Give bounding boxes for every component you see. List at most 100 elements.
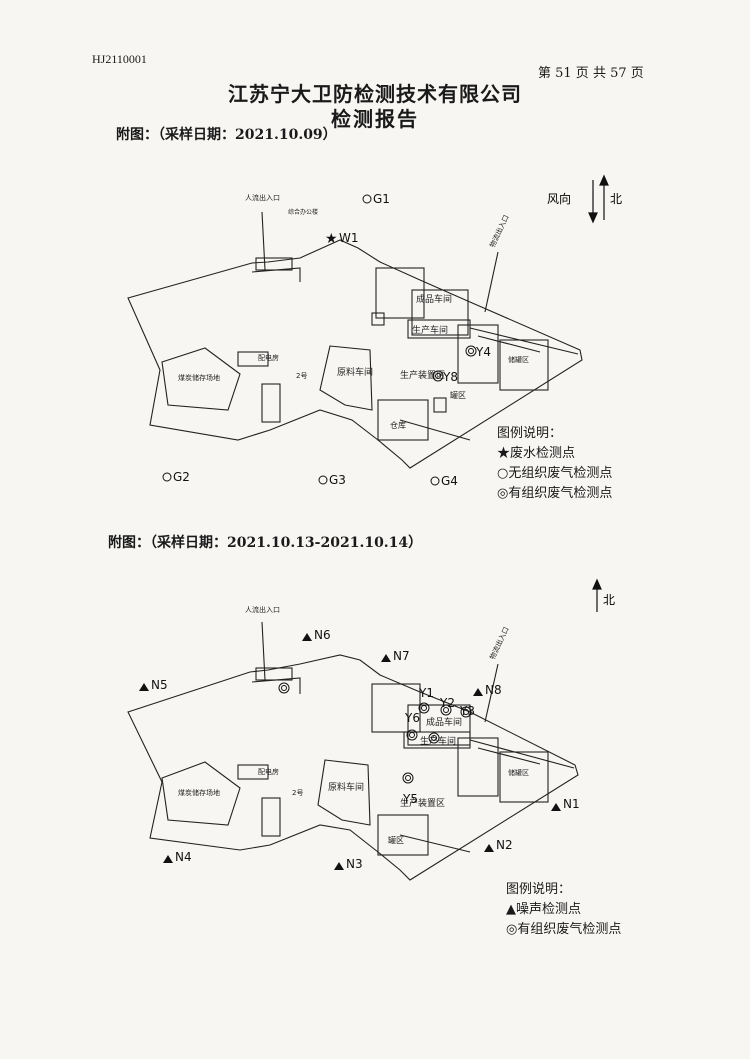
small-building-5: [261, 797, 281, 837]
figure2-legend: 图例说明： ▲噪声检测点 ◎有组织废气检测点: [506, 880, 621, 940]
point-N5: N5: [151, 678, 168, 692]
coal-yard-label-2: 煤炭储存场地: [178, 788, 220, 797]
legend1-item-unorganized: ○无组织废气检测点: [497, 466, 613, 481]
office-block-2: [407, 704, 471, 746]
point-Y8-icon: [432, 370, 444, 382]
point-Y3-icon: [460, 706, 472, 718]
point-N2-icon: [484, 844, 494, 852]
entrance-label-2: 人流出入口: [245, 605, 280, 614]
coal-yard-building: [161, 347, 241, 411]
wastewater-point-icon: ★: [325, 231, 338, 247]
raw-workshop-label-2: 原料车间: [328, 781, 364, 793]
power-label: 配电房: [258, 353, 279, 362]
warehouse-building: [377, 399, 429, 441]
gate-road: [484, 251, 499, 313]
entrance-road-2: [251, 621, 301, 694]
legend1-title: 图例说明：: [497, 426, 563, 441]
production-area-label-2: 生产装置区: [400, 797, 445, 809]
point-N7-icon: [381, 654, 391, 662]
small-building-2: [237, 351, 269, 367]
point-N1: N1: [563, 797, 580, 811]
finished-workshop-label: 成品车间: [416, 293, 452, 305]
site-boundary: [127, 239, 583, 469]
legend2-item-organized: ◎有组织废气检测点: [506, 922, 622, 937]
point-N3: N3: [346, 857, 363, 871]
road-label: 2号: [296, 372, 307, 380]
point-G1: G1: [373, 192, 390, 206]
point-Y8: Y8: [442, 370, 458, 384]
inner-boundary-2: [399, 739, 575, 853]
tank-area-label: 罐区: [450, 390, 466, 400]
figure2-site-map: 人流出入口 物流出入口 成品车间 生产车间 原料车间 生产装置区 罐区 煤炭储存…: [127, 578, 615, 881]
gate-label-2: 物流出入口: [488, 625, 511, 661]
storage-label-2: 储罐区: [508, 768, 529, 777]
finished-workshop-building: [375, 267, 425, 319]
production-workshop-label: 生产车间: [412, 324, 448, 336]
warehouse-building-2: [377, 814, 429, 856]
point-Y3: Y3: [459, 704, 475, 718]
tank-area-building: [457, 324, 499, 384]
road-label-2: 2号: [292, 789, 303, 797]
point-N5-icon: [139, 683, 149, 691]
figure1-caption: 附图：（采样日期：2021.10.09）: [116, 127, 337, 143]
raw-workshop-building: [319, 345, 373, 411]
point-Y5: Y5: [402, 792, 418, 806]
point-Y2: Y2: [439, 696, 455, 710]
report-title: 检测报告: [331, 107, 419, 131]
production-block: [407, 319, 471, 339]
point-G1-icon: [362, 194, 372, 204]
legend1-item-wastewater: ★废水检测点: [497, 446, 576, 461]
point-G3: G3: [329, 473, 346, 487]
point-N8: N8: [485, 683, 502, 697]
point-Y4: Y4: [475, 345, 491, 359]
point-N4: N4: [175, 850, 192, 864]
wind-label: 风向: [547, 191, 571, 206]
storage-building-2: [499, 751, 549, 803]
company-name: 江苏宁大卫防检测技术有限公司: [228, 82, 522, 106]
point-Y2-icon: [440, 704, 452, 716]
site-boundary-2: [127, 654, 579, 881]
page-number: 第 51 页 共 57 页: [538, 66, 644, 81]
figure1-site-map: 人流出入口 物流出入口 综合办公楼 成品车间 生产车间 原料车间 生产装置区 仓…: [127, 174, 622, 488]
point-G2: G2: [173, 470, 190, 484]
gate-label: 物流出入口: [488, 213, 511, 249]
gate-house: [255, 257, 293, 271]
legend2-title: 图例说明：: [506, 882, 572, 897]
office-label: 综合办公楼: [288, 208, 318, 216]
document-id: HJ2110001: [92, 52, 147, 66]
north-label-1: 北: [610, 192, 622, 206]
point-G4-icon: [430, 476, 440, 486]
point-N6: N6: [314, 628, 331, 642]
point-N1-icon: [551, 803, 561, 811]
gate-road-2: [484, 663, 499, 723]
point-Y6-icon: [406, 729, 418, 741]
point-N7: N7: [393, 649, 410, 663]
storage-label: 储罐区: [508, 355, 529, 364]
point-W1: W1: [339, 231, 359, 245]
tank-area-building-2: [457, 737, 499, 797]
small-building-3: [371, 312, 385, 326]
point-G3-icon: [318, 475, 328, 485]
entrance-road: [251, 211, 301, 282]
figure2-caption: 附图：（采样日期：2021.10.13-2021.10.14）: [108, 535, 423, 551]
raw-workshop-label: 原料车间: [337, 366, 373, 378]
figure1-legend: 图例说明： ★废水检测点 ○无组织废气检测点 ◎有组织废气检测点: [497, 424, 612, 504]
point-Y5-icon: [402, 772, 414, 784]
coal-yard-building-2: [161, 761, 241, 826]
point-N6-icon: [302, 633, 312, 641]
storage-building: [499, 339, 549, 391]
entrance-label: 人流出入口: [245, 193, 280, 202]
point-G2-icon: [162, 472, 172, 482]
raw-workshop-building-2: [317, 759, 371, 826]
point-N2: N2: [496, 838, 513, 852]
legend1-item-organized: ◎有组织废气检测点: [497, 486, 613, 501]
coal-yard-label: 煤炭储存场地: [178, 373, 220, 382]
point-Y1: Y1: [418, 686, 434, 700]
north-label-2: 北: [603, 593, 615, 607]
finished-workshop-building-2: [371, 683, 421, 733]
point-N8-icon: [473, 688, 483, 696]
point-Y1-icon: [418, 702, 430, 714]
finished-workshop-label-2: 成品车间: [426, 716, 462, 728]
gate-house-2: [255, 667, 293, 681]
tank-area-label-2: 罐区: [388, 835, 404, 845]
